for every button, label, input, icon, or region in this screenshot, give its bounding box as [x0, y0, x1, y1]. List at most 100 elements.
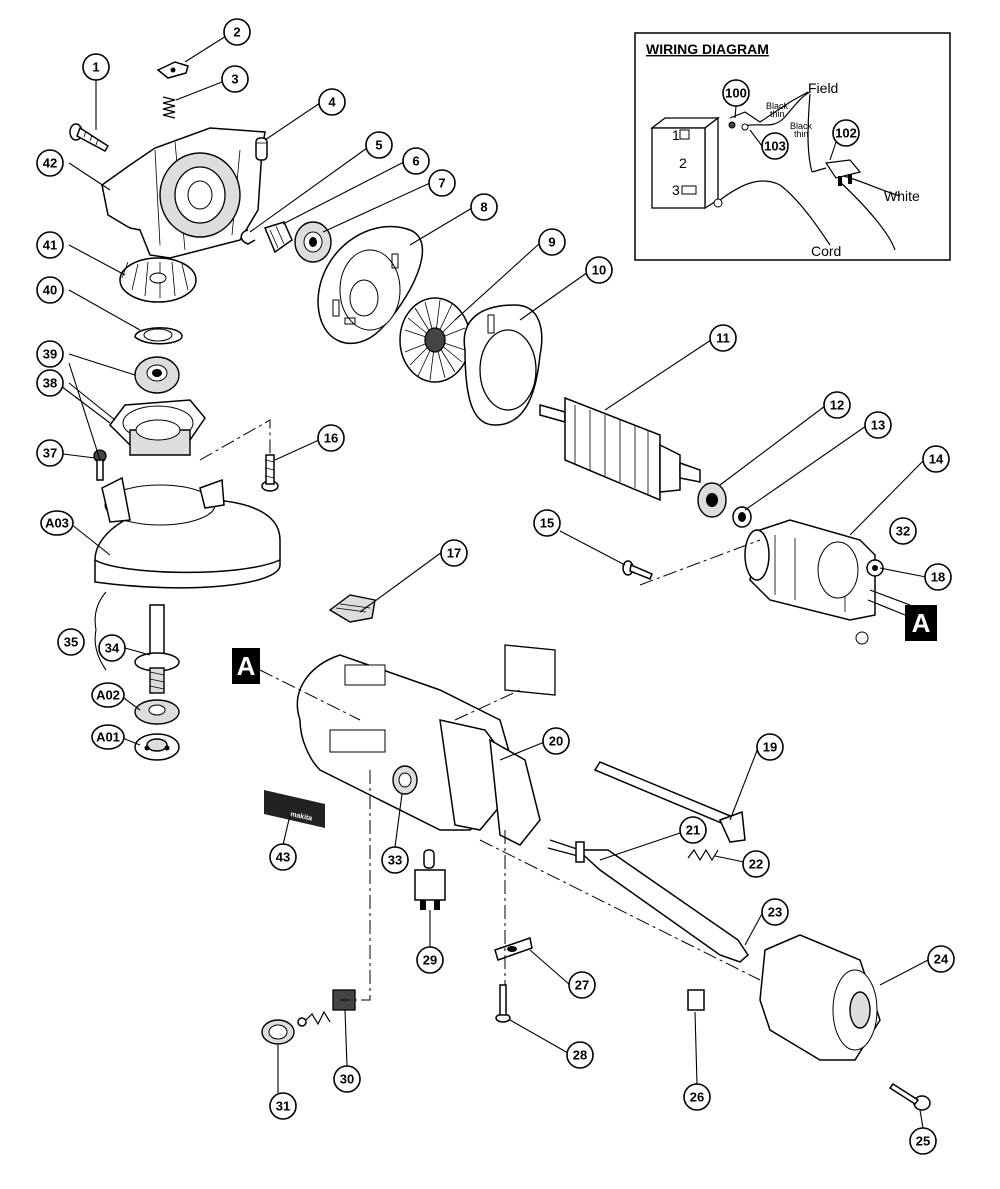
pin — [255, 137, 268, 161]
strain-relief — [494, 937, 533, 961]
callout-4[interactable]: 4 — [318, 88, 346, 116]
switch-block: 1 2 3 — [650, 116, 720, 210]
callout-14[interactable]: 14 — [922, 445, 950, 473]
field-coil — [744, 519, 911, 645]
wiring-white-label: White — [884, 188, 920, 204]
callout-102[interactable]: 102 — [832, 119, 860, 147]
callout-100[interactable]: 100 — [722, 79, 750, 107]
callout-30[interactable]: 30 — [333, 1065, 361, 1093]
callout-22[interactable]: 22 — [742, 850, 770, 878]
svg-text:9: 9 — [548, 235, 555, 250]
lock-pin-cap — [156, 61, 189, 79]
callout-25[interactable]: 25 — [909, 1127, 937, 1155]
callout-3[interactable]: 3 — [221, 65, 249, 93]
callout-33[interactable]: 33 — [381, 846, 409, 874]
svg-text:1: 1 — [92, 60, 99, 75]
callout-38[interactable]: 38 — [36, 369, 64, 397]
terminal — [687, 989, 705, 1011]
callout-13[interactable]: 13 — [864, 411, 892, 439]
svg-text:A03: A03 — [45, 516, 69, 531]
callout-35[interactable]: 35 — [57, 628, 85, 656]
svg-text:41: 41 — [43, 238, 57, 253]
callout-2[interactable]: 2 — [223, 18, 251, 46]
retaining-ring — [240, 229, 256, 245]
callout-12[interactable]: 12 — [823, 391, 851, 419]
callout-103[interactable]: 103 — [761, 132, 789, 160]
svg-text:19: 19 — [763, 740, 777, 755]
callout-26[interactable]: 26 — [683, 1083, 711, 1111]
screw-1 — [69, 123, 110, 152]
svg-text:33: 33 — [388, 853, 402, 868]
callout-23[interactable]: 23 — [761, 898, 789, 926]
callout-A03[interactable]: A03 — [40, 510, 74, 536]
insulation-washer — [732, 506, 752, 528]
callout-31[interactable]: 31 — [269, 1092, 297, 1120]
callout-16[interactable]: 16 — [317, 424, 345, 452]
callout-6[interactable]: 6 — [402, 147, 430, 175]
svg-text:102: 102 — [835, 126, 857, 141]
svg-text:30: 30 — [340, 1072, 354, 1087]
screw-15 — [622, 560, 653, 580]
reference-marker-a-left: A — [232, 648, 260, 684]
callout-34[interactable]: 34 — [98, 634, 126, 662]
callout-9[interactable]: 9 — [538, 228, 566, 256]
svg-text:28: 28 — [573, 1048, 587, 1063]
callout-1[interactable]: 1 — [82, 53, 110, 81]
brand-label: makita — [264, 790, 325, 828]
fan — [399, 297, 471, 383]
callout-7[interactable]: 7 — [428, 169, 456, 197]
wiring-field-label: Field — [808, 80, 838, 96]
svg-text:37: 37 — [43, 446, 57, 461]
svg-text:23: 23 — [768, 905, 782, 920]
spiral-bevel-gear — [119, 257, 197, 303]
ball-bearing-7 — [294, 221, 332, 263]
callout-17[interactable]: 17 — [440, 539, 468, 567]
cord-and-cord-guard — [547, 839, 749, 963]
callout-32[interactable]: 32 — [889, 517, 917, 545]
svg-text:25: 25 — [916, 1134, 930, 1149]
callout-21[interactable]: 21 — [679, 816, 707, 844]
callout-27[interactable]: 27 — [568, 971, 596, 999]
switch-button — [328, 594, 376, 623]
callout-15[interactable]: 15 — [533, 509, 561, 537]
svg-text:100: 100 — [725, 86, 747, 101]
nameplate — [504, 644, 556, 696]
callout-42[interactable]: 42 — [36, 149, 64, 177]
callout-8[interactable]: 8 — [470, 193, 498, 221]
callout-A01[interactable]: A01 — [91, 724, 125, 750]
callout-41[interactable]: 41 — [36, 231, 64, 259]
svg-text:103: 103 — [764, 139, 786, 154]
reference-marker-a-right: A — [905, 605, 937, 641]
callout-5[interactable]: 5 — [365, 131, 393, 159]
svg-text:26: 26 — [690, 1090, 704, 1105]
callout-A02[interactable]: A02 — [91, 682, 125, 708]
svg-text:6: 6 — [412, 154, 419, 169]
air-baffle-ring — [463, 304, 543, 426]
armature — [539, 396, 701, 502]
ball-bearing-39 — [134, 356, 180, 394]
callout-39[interactable]: 39 — [36, 340, 64, 368]
svg-text:32: 32 — [896, 524, 910, 539]
callout-10[interactable]: 10 — [585, 256, 613, 284]
motor-housing — [296, 654, 541, 846]
clamp-screw — [93, 449, 107, 481]
svg-text:43: 43 — [276, 850, 290, 865]
callout-20[interactable]: 20 — [542, 727, 570, 755]
rear-cover — [759, 934, 881, 1061]
svg-text:15: 15 — [540, 516, 554, 531]
callout-28[interactable]: 28 — [566, 1041, 594, 1069]
callout-40[interactable]: 40 — [36, 276, 64, 304]
callout-11[interactable]: 11 — [709, 324, 737, 352]
screw-16 — [261, 454, 279, 492]
callout-19[interactable]: 19 — [756, 733, 784, 761]
svg-text:34: 34 — [105, 641, 120, 656]
callout-37[interactable]: 37 — [36, 439, 64, 467]
callout-43[interactable]: 43 — [269, 843, 297, 871]
spiral-bevel-gear-pinion — [263, 221, 293, 254]
callout-18[interactable]: 18 — [924, 563, 952, 591]
callout-29[interactable]: 29 — [416, 946, 444, 974]
callout-24[interactable]: 24 — [927, 945, 955, 973]
retaining-ring-40 — [134, 327, 183, 345]
